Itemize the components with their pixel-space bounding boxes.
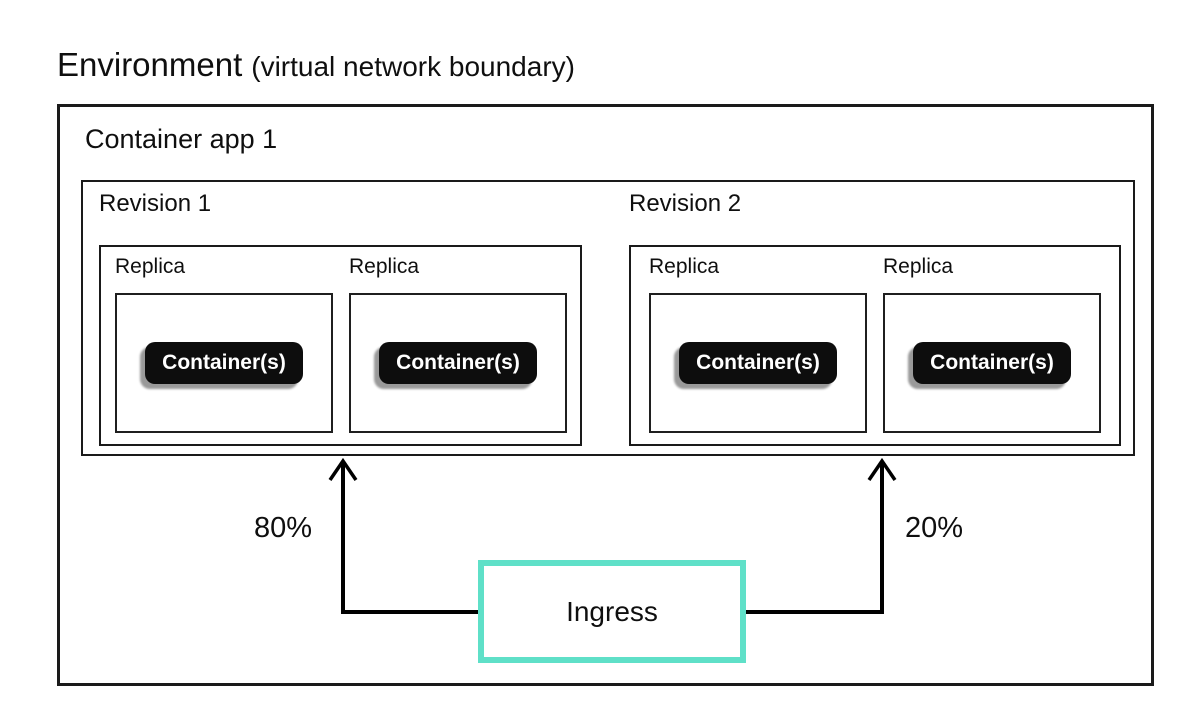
replica-box: Container(s) (349, 293, 567, 433)
revision-group-2: Revision 2 Replica Container(s) Replica … (629, 190, 1121, 446)
replica-box: Container(s) (115, 293, 333, 433)
revision-group-1: Revision 1 Replica Container(s) Replica … (99, 190, 582, 446)
replica-box: Container(s) (649, 293, 867, 433)
traffic-label-revision2: 20% (905, 512, 964, 544)
container-pill: Container(s) (913, 342, 1071, 384)
container-app-label: Container app 1 (85, 124, 278, 154)
replica-box: Container(s) (883, 293, 1101, 433)
revision-2-box: Replica Container(s) Replica Container(s… (629, 245, 1121, 446)
page-title-main: Environment (57, 46, 243, 83)
replica-group: Replica Container(s) (883, 254, 1101, 444)
replica-label: Replica (115, 255, 186, 278)
revision-1-label: Revision 1 (99, 190, 212, 217)
traffic-label-revision1: 80% (253, 512, 312, 544)
page-title: Environment (virtual network boundary) (57, 46, 575, 84)
replica-group: Replica Container(s) (349, 254, 567, 444)
container-pill: Container(s) (679, 342, 837, 384)
container-app-box: Revision 1 Replica Container(s) Replica … (81, 180, 1135, 456)
revision-2-label: Revision 2 (629, 190, 742, 217)
replica-label: Replica (649, 255, 720, 278)
revision-1-box: Replica Container(s) Replica Container(s… (99, 245, 582, 446)
container-pill: Container(s) (145, 342, 303, 384)
replica-label: Replica (883, 255, 954, 278)
replica-label: Replica (349, 255, 420, 278)
ingress-label: Ingress (566, 595, 658, 627)
ingress-box: Ingress (478, 560, 746, 663)
replica-group: Replica Container(s) (649, 254, 867, 444)
container-pill: Container(s) (379, 342, 537, 384)
page-title-suffix: (virtual network boundary) (251, 51, 575, 82)
replica-group: Replica Container(s) (115, 254, 333, 444)
